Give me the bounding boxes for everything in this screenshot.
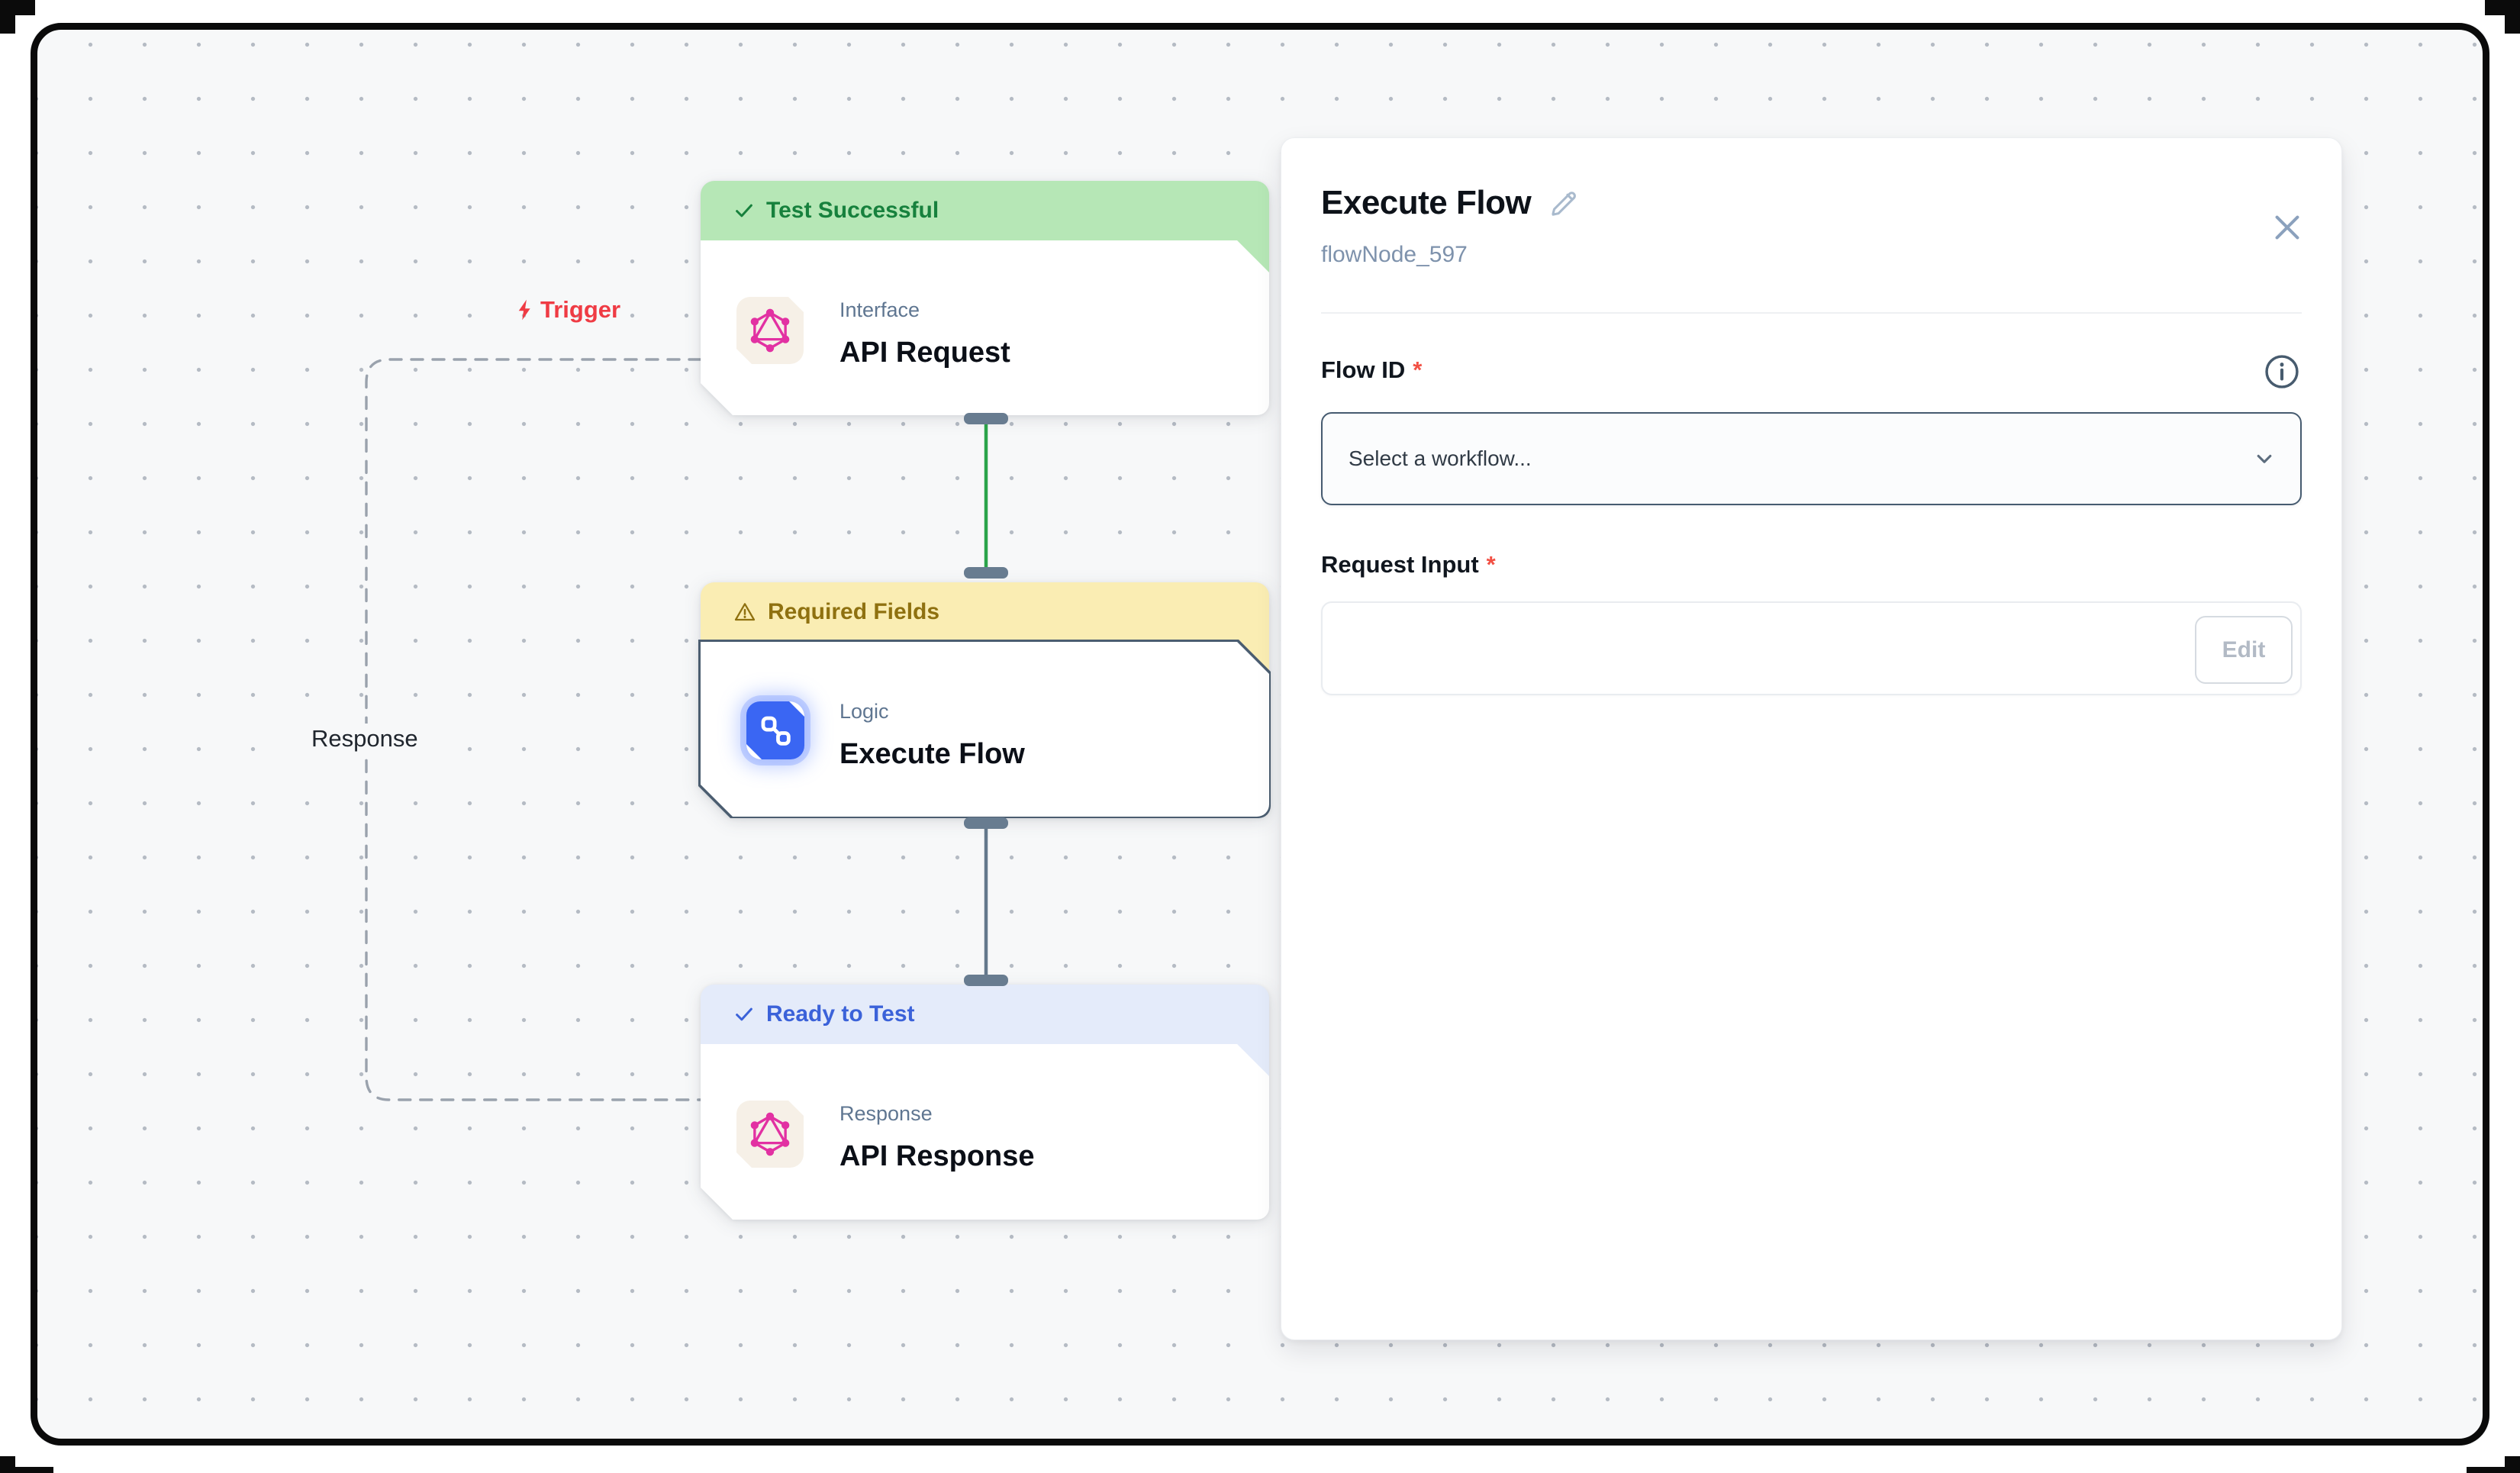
node-body-selected[interactable]: Logic Execute Flow — [701, 642, 1269, 817]
flow-id-label: Flow ID — [1321, 356, 1406, 383]
node-execute-flow[interactable]: Required Fields Logic — [701, 582, 1269, 817]
workflow-icon — [756, 711, 795, 750]
node-status-text: Test Successful — [766, 198, 939, 223]
node-api-response[interactable]: Ready to Test — [701, 985, 1269, 1220]
fiducial-mark-bottom-right — [2467, 1467, 2520, 1473]
trigger-badge: Trigger — [513, 296, 620, 324]
node-body[interactable]: Response API Response — [701, 1044, 1269, 1220]
response-edge-label: Response — [304, 724, 426, 754]
request-input-label: Request Input — [1321, 551, 1479, 578]
close-button[interactable] — [2268, 208, 2306, 247]
info-icon — [2265, 355, 2299, 388]
divider — [1321, 312, 2302, 314]
node-title: Execute Flow — [839, 738, 1025, 770]
handle-source-api-request[interactable] — [964, 413, 1008, 424]
warning-icon — [734, 603, 756, 621]
flow-id-select[interactable]: Select a workflow... — [1321, 412, 2302, 505]
check-icon — [736, 1007, 752, 1021]
flow-canvas[interactable]: Trigger Response Test Successful — [31, 23, 2489, 1446]
node-title: API Response — [839, 1140, 1035, 1172]
fiducial-mark-bottom-left — [0, 1467, 53, 1473]
node-category: Response — [839, 1102, 933, 1125]
chevron-down-icon — [2257, 454, 2272, 463]
node-status-text: Ready to Test — [766, 1001, 915, 1027]
lightning-bolt-icon — [518, 299, 530, 321]
graphql-icon — [746, 1110, 794, 1158]
info-button[interactable] — [2262, 352, 2302, 392]
node-id-label: flowNode_597 — [1321, 242, 1468, 267]
close-icon — [2275, 215, 2299, 240]
node-properties-panel: Execute Flow flowNode_597 Flow ID * — [1281, 137, 2342, 1340]
node-body[interactable]: Interface API Request — [701, 240, 1269, 415]
node-status-text: Required Fields — [768, 599, 940, 624]
handle-source-execute-flow[interactable] — [964, 817, 1008, 829]
flow-id-select-value: Select a workflow... — [1349, 446, 1532, 470]
handle-target-execute-flow[interactable] — [964, 567, 1008, 579]
trigger-label: Trigger — [540, 296, 621, 323]
pencil-icon[interactable] — [1546, 185, 1581, 221]
edit-button[interactable]: Edit — [2195, 616, 2293, 684]
check-icon — [736, 204, 752, 218]
graphql-icon — [746, 307, 794, 354]
required-asterisk: * — [1413, 356, 1423, 383]
fiducial-mark-top-left — [0, 0, 15, 34]
fiducial-mark-top-right — [2505, 0, 2520, 34]
panel-title: Execute Flow — [1321, 184, 1532, 221]
required-asterisk: * — [1486, 551, 1496, 578]
node-title: API Request — [839, 337, 1010, 369]
request-input-field[interactable]: Edit — [1321, 601, 2302, 695]
handle-target-api-response[interactable] — [964, 975, 1008, 986]
node-category: Interface — [839, 298, 920, 321]
node-api-request[interactable]: Test Successful — [701, 181, 1269, 415]
node-category: Logic — [839, 700, 889, 723]
